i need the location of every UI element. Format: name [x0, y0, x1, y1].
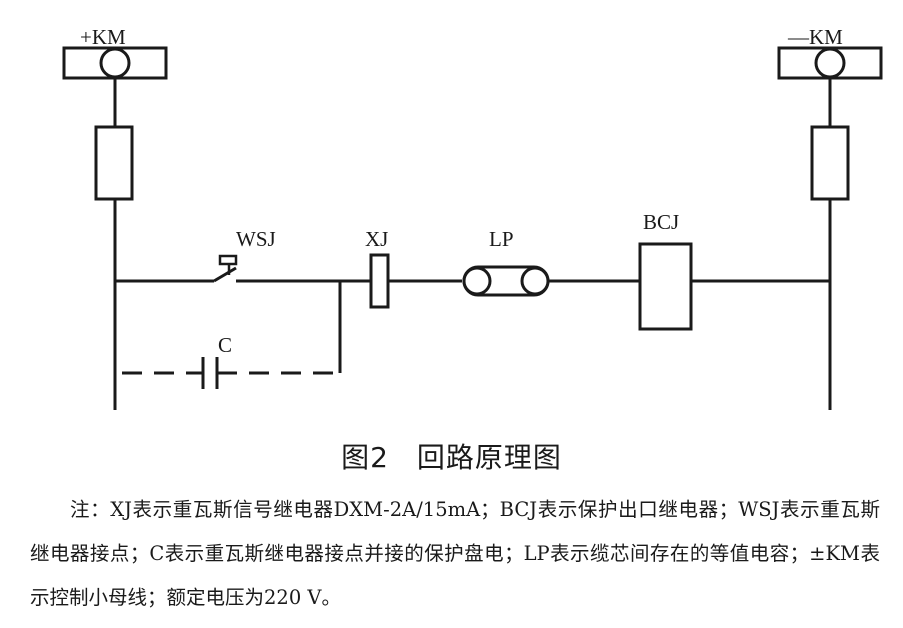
xj-label: XJ — [365, 227, 388, 251]
figure-number: 图2 — [341, 441, 389, 474]
figure-caption: 图2 回路原理图 — [0, 436, 903, 476]
xj-relay — [369, 253, 390, 309]
plus-km-label: +KM — [80, 25, 126, 49]
figure-title: 回路原理图 — [416, 441, 562, 474]
c-label: C — [218, 333, 232, 357]
wsj-label: WSJ — [236, 227, 276, 251]
bcj-relay — [638, 242, 693, 331]
wsj-contact — [213, 254, 340, 283]
figure-note: 注：XJ表示重瓦斯信号继电器DXM-2A/15mA；BCJ表示保护出口继电器；W… — [30, 498, 880, 609]
lp-capacitance — [462, 265, 550, 297]
minus-km-label: —KM — [787, 25, 843, 49]
minus-km-terminal — [777, 46, 883, 80]
left-fuse — [94, 125, 134, 201]
plus-km-terminal — [62, 46, 168, 80]
right-fuse — [810, 125, 850, 201]
circuit-diagram: +KM —KM WSJ XJ — [62, 25, 883, 410]
lp-label: LP — [489, 227, 514, 251]
bcj-label: BCJ — [643, 210, 679, 234]
